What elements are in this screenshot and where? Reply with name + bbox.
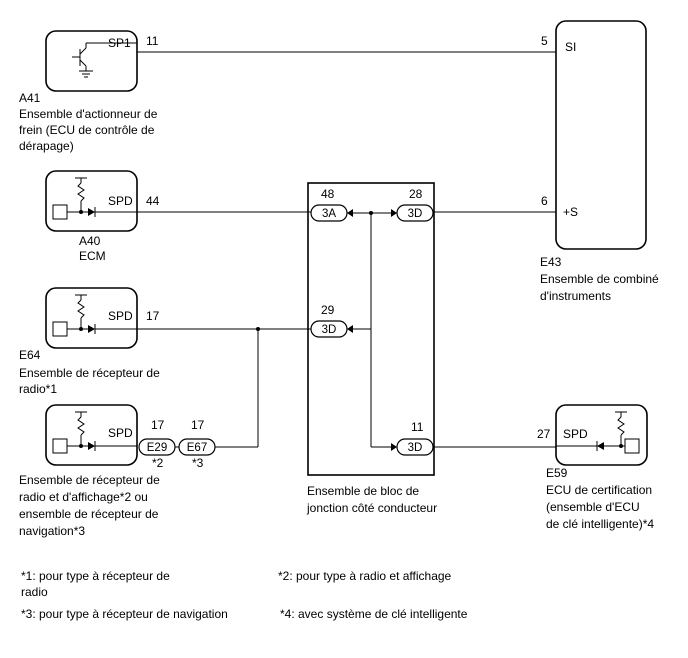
a41-name-line-1: Ensemble d'actionneur de (19, 107, 158, 121)
junction-3d-11-pin: 11 (411, 420, 424, 434)
e64-code: E64 (19, 348, 41, 362)
footnote-1: *1: pour type à récepteur de (21, 569, 170, 583)
e59-code: E59 (546, 466, 568, 480)
e64-pin: 17 (146, 309, 160, 323)
a40-name-line-1: ECM (79, 249, 106, 263)
footnote-2: *2: pour type à radio et affichage (278, 569, 452, 583)
junction-3d-11-label: 3D (408, 442, 423, 454)
e43-pin-5: 5 (541, 34, 548, 48)
e59-name-line-1: ECU de certification (546, 483, 652, 497)
e67-pin: 17 (191, 418, 205, 432)
junction-3d-29-label: 3D (322, 324, 337, 336)
radio-nav-name-line-4: navigation*3 (19, 524, 85, 538)
a40-code: A40 (79, 234, 101, 248)
e64-name-line-2: radio*1 (19, 382, 57, 396)
transistor-icon (72, 42, 137, 78)
e43-pin-6: 6 (541, 194, 548, 208)
e43-terminal-plus-s: +S (563, 205, 578, 219)
e29-label: E29 (147, 442, 167, 454)
component-a40: SPD 44 A40 ECM (45, 170, 160, 263)
junction-name-line-2: jonction côté conducteur (306, 501, 437, 515)
sensor-symbol-icon (52, 411, 137, 454)
component-junction-block: Ensemble de bloc de jonction côté conduc… (306, 182, 437, 515)
e64-terminal: SPD (108, 309, 133, 323)
external-wiring (137, 51, 556, 448)
junction-3d-28-pin: 28 (409, 187, 423, 201)
a41-code: A41 (19, 91, 41, 105)
footnote-3: *3: pour type à récepteur de navigation (21, 607, 228, 621)
e59-terminal: SPD (563, 427, 588, 441)
component-radio-nav: SPD Ensemble de récepteur de radio et d'… (19, 404, 160, 538)
e64-box (45, 287, 138, 349)
a41-terminal: SP1 (108, 36, 131, 50)
radio-nav-name-line-2: radio et d'affichage*2 ou (19, 490, 148, 504)
a40-terminal: SPD (108, 194, 133, 208)
component-a41: SP1 11 A41 Ensemble d'actionneur de frei… (19, 30, 159, 153)
junction-3d-28-label: 3D (408, 208, 423, 220)
junction-3d-29-pin: 29 (321, 303, 335, 317)
a41-name-line-2: frein (ECU de contrôle de (19, 123, 155, 137)
radio-nav-terminal: SPD (108, 426, 133, 440)
e59-name-line-3: de clé intelligente)*4 (546, 517, 654, 531)
component-e64: SPD 17 E64 Ensemble de récepteur de radi… (19, 287, 160, 396)
footnotes: *1: pour type à récepteur de radio *2: p… (21, 569, 468, 621)
footnote-4: *4: avec système de clé intelligente (280, 607, 468, 621)
e59-pin: 27 (537, 427, 551, 441)
e43-code: E43 (540, 255, 562, 269)
e43-box (555, 20, 647, 250)
e64-name-line-1: Ensemble de récepteur de (19, 366, 160, 380)
a41-name-line-3: dérapage) (19, 139, 74, 153)
a41-pin: 11 (146, 34, 159, 48)
radio-nav-name-line-3: ensemble de récepteur de (19, 507, 159, 521)
junction-name-line-1: Ensemble de bloc de (307, 484, 419, 498)
a41-box (45, 30, 138, 92)
junction-3a-48-label: 3A (322, 208, 336, 220)
sensor-symbol-icon (556, 411, 640, 454)
connector-e67: E67 17 *3 (178, 418, 216, 470)
connector-e29: E29 17 *2 (138, 418, 176, 470)
radio-nav-name-line-1: Ensemble de récepteur de (19, 473, 160, 487)
e29-note: *2 (152, 456, 164, 470)
radio-nav-box (45, 404, 138, 466)
e43-terminal-si: SI (565, 40, 576, 54)
e59-name-line-2: (ensemble d'ECU (546, 500, 640, 514)
component-e43: SI 5 +S 6 E43 Ensemble de combiné d'inst… (540, 20, 659, 303)
e43-name-line-1: Ensemble de combiné (540, 272, 659, 286)
component-e59: SPD 27 E59 ECU de certification (ensembl… (537, 404, 654, 531)
e59-box (555, 404, 648, 466)
junction-3a-48-pin: 48 (321, 187, 335, 201)
e43-name-line-2: d'instruments (540, 289, 611, 303)
e67-label: E67 (187, 442, 207, 454)
junction-internal-wiring (347, 209, 397, 451)
e67-note: *3 (192, 456, 204, 470)
e29-pin: 17 (151, 418, 165, 432)
sensor-symbol-icon (52, 294, 137, 337)
a40-box (45, 170, 138, 232)
sensor-symbol-icon (52, 177, 137, 220)
footnote-1-cont: radio (21, 585, 48, 599)
a40-pin: 44 (146, 194, 160, 208)
